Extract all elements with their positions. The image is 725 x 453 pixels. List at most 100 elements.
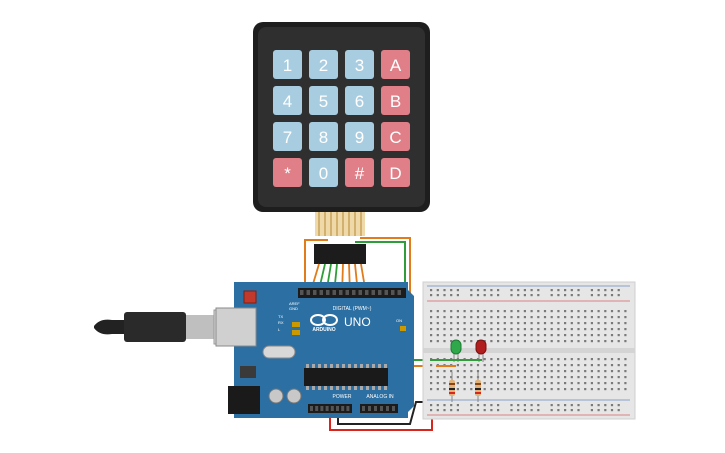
rail-hole[interactable]: [570, 409, 573, 412]
bb-hole[interactable]: [463, 322, 466, 325]
bb-hole[interactable]: [604, 328, 607, 331]
bb-hole[interactable]: [570, 358, 573, 361]
bb-hole[interactable]: [597, 364, 600, 367]
bb-hole[interactable]: [430, 340, 433, 343]
bb-hole[interactable]: [577, 322, 580, 325]
bb-hole[interactable]: [443, 328, 446, 331]
key-3[interactable]: 3: [345, 50, 374, 79]
analog-pin[interactable]: [368, 406, 371, 411]
bb-hole[interactable]: [510, 334, 513, 337]
rail-hole[interactable]: [517, 294, 520, 297]
bb-hole[interactable]: [624, 310, 627, 313]
bb-hole[interactable]: [543, 328, 547, 331]
bb-hole[interactable]: [483, 328, 486, 331]
key-C[interactable]: C: [381, 122, 410, 151]
bb-hole[interactable]: [470, 340, 473, 343]
rail-hole[interactable]: [470, 289, 473, 292]
rail-hole[interactable]: [517, 404, 520, 407]
bb-hole[interactable]: [456, 328, 459, 331]
bb-hole[interactable]: [523, 334, 526, 337]
bb-hole[interactable]: [584, 376, 587, 379]
rail-hole[interactable]: [604, 409, 607, 412]
bb-hole[interactable]: [490, 388, 493, 391]
bb-hole[interactable]: [570, 382, 573, 385]
rail-hole[interactable]: [483, 409, 486, 412]
digital-pin[interactable]: [384, 290, 389, 295]
bb-hole[interactable]: [443, 376, 446, 379]
key-D[interactable]: D: [381, 158, 410, 187]
bb-hole[interactable]: [517, 382, 520, 385]
bb-hole[interactable]: [450, 328, 453, 331]
rail-hole[interactable]: [590, 409, 593, 412]
key-0[interactable]: 0: [309, 158, 338, 187]
bb-hole[interactable]: [450, 340, 453, 343]
power-pin[interactable]: [320, 406, 324, 411]
bb-hole[interactable]: [564, 364, 567, 367]
bb-hole[interactable]: [476, 328, 480, 331]
bb-hole[interactable]: [570, 334, 573, 337]
bb-hole[interactable]: [456, 388, 459, 391]
bb-hole[interactable]: [624, 364, 627, 367]
bb-hole[interactable]: [624, 358, 627, 361]
bb-hole[interactable]: [456, 334, 459, 337]
key-2[interactable]: 2: [309, 50, 338, 79]
rail-hole[interactable]: [456, 294, 459, 297]
bb-hole[interactable]: [497, 340, 500, 343]
bb-hole[interactable]: [436, 328, 439, 331]
bb-hole[interactable]: [584, 334, 587, 337]
bb-hole[interactable]: [537, 370, 540, 373]
rail-hole[interactable]: [604, 289, 607, 292]
bb-hole[interactable]: [624, 328, 627, 331]
bb-hole[interactable]: [530, 340, 533, 343]
bb-hole[interactable]: [577, 334, 580, 337]
rail-hole[interactable]: [537, 294, 540, 297]
rail-hole[interactable]: [497, 294, 500, 297]
rail-hole[interactable]: [550, 404, 553, 407]
bb-hole[interactable]: [604, 376, 607, 379]
bb-hole[interactable]: [523, 376, 526, 379]
rail-hole[interactable]: [476, 409, 480, 412]
bb-hole[interactable]: [463, 376, 466, 379]
bb-hole[interactable]: [577, 316, 580, 319]
bb-hole[interactable]: [470, 376, 473, 379]
bb-hole[interactable]: [537, 364, 540, 367]
bb-hole[interactable]: [430, 364, 433, 367]
rail-hole[interactable]: [470, 409, 473, 412]
key-*[interactable]: *: [273, 158, 302, 187]
bb-hole[interactable]: [497, 358, 500, 361]
rail-hole[interactable]: [564, 409, 567, 412]
digital-pin[interactable]: [326, 290, 330, 295]
bb-hole[interactable]: [590, 316, 593, 319]
rail-hole[interactable]: [577, 409, 580, 412]
bb-hole[interactable]: [604, 334, 607, 337]
bb-hole[interactable]: [543, 358, 547, 361]
bb-hole[interactable]: [523, 370, 526, 373]
bb-hole[interactable]: [443, 310, 446, 313]
rail-hole[interactable]: [537, 404, 540, 407]
rail-hole[interactable]: [523, 294, 526, 297]
bb-hole[interactable]: [577, 340, 580, 343]
analog-pin[interactable]: [392, 406, 395, 411]
bb-hole[interactable]: [510, 340, 513, 343]
bb-hole[interactable]: [597, 322, 600, 325]
resistor-1[interactable]: [449, 372, 455, 402]
digital-pin[interactable]: [391, 290, 395, 295]
bb-hole[interactable]: [436, 382, 439, 385]
rail-hole[interactable]: [510, 409, 513, 412]
bb-hole[interactable]: [537, 322, 540, 325]
bb-hole[interactable]: [497, 334, 500, 337]
bb-hole[interactable]: [483, 334, 486, 337]
bb-hole[interactable]: [523, 322, 526, 325]
bb-hole[interactable]: [523, 388, 526, 391]
rail-hole[interactable]: [617, 294, 620, 297]
bb-hole[interactable]: [590, 340, 593, 343]
bb-hole[interactable]: [597, 316, 600, 319]
bb-hole[interactable]: [610, 364, 614, 367]
power-pin[interactable]: [325, 406, 329, 411]
bb-hole[interactable]: [604, 364, 607, 367]
rail-hole[interactable]: [550, 294, 553, 297]
bb-hole[interactable]: [537, 340, 540, 343]
rail-hole[interactable]: [530, 404, 533, 407]
bb-hole[interactable]: [564, 316, 567, 319]
